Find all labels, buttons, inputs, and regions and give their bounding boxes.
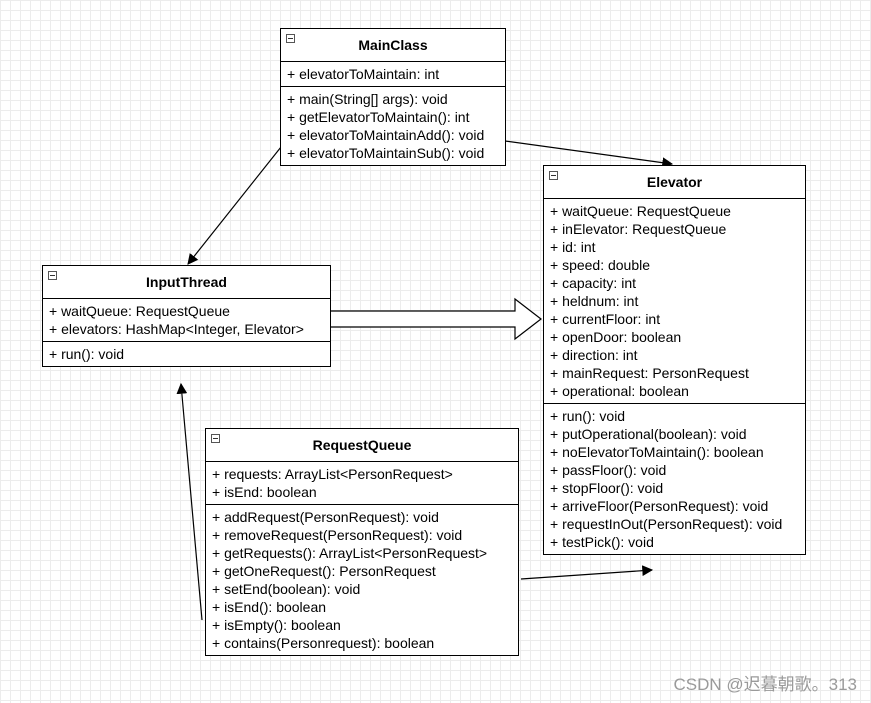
method: + isEnd(): boolean	[212, 599, 327, 615]
method: + elevatorToMaintainAdd(): void	[287, 127, 485, 143]
collapse-icon[interactable]	[211, 434, 220, 443]
attribute: + elevatorToMaintain: int	[287, 66, 440, 82]
edge-main-to-elevator	[504, 140, 674, 169]
method: + removeRequest(PersonRequest): void	[212, 527, 463, 543]
methods-section: + run(): void	[43, 342, 330, 366]
attribute: + waitQueue: RequestQueue	[49, 303, 230, 319]
class-header: Elevator	[544, 166, 805, 199]
attribute: + direction: int	[550, 347, 638, 363]
edge-inputthread-to-elevator-block-arrow	[329, 297, 542, 341]
method: + run(): void	[550, 408, 626, 424]
attribute: + speed: double	[550, 257, 651, 273]
method: + getRequests(): ArrayList<PersonRequest…	[212, 545, 488, 561]
class-requestqueue: RequestQueue + requests: ArrayList<Perso…	[205, 428, 519, 656]
collapse-icon[interactable]	[549, 171, 558, 180]
method: + isEmpty(): boolean	[212, 617, 341, 633]
attribute: + elevators: HashMap<Integer, Elevator>	[49, 321, 304, 337]
class-elevator: Elevator + waitQueue: RequestQueue + inE…	[543, 165, 806, 555]
attributes-section: + waitQueue: RequestQueue + elevators: H…	[43, 299, 330, 342]
attribute: + openDoor: boolean	[550, 329, 682, 345]
attribute: + isEnd: boolean	[212, 484, 317, 500]
attributes-section: + elevatorToMaintain: int	[281, 62, 505, 87]
class-mainclass: MainClass + elevatorToMaintain: int + ma…	[280, 28, 506, 166]
class-name: InputThread	[146, 274, 227, 290]
edge-main-to-inputthread	[187, 146, 282, 265]
method: + requestInOut(PersonRequest): void	[550, 516, 783, 532]
methods-section: + addRequest(PersonRequest): void + remo…	[206, 505, 518, 655]
class-name: RequestQueue	[312, 437, 412, 453]
attributes-section: + waitQueue: RequestQueue + inElevator: …	[544, 199, 805, 404]
class-name: Elevator	[646, 174, 703, 190]
attribute: + inElevator: RequestQueue	[550, 221, 727, 237]
attribute: + requests: ArrayList<PersonRequest>	[212, 466, 453, 482]
method: + testPick(): void	[550, 534, 654, 550]
class-header: RequestQueue	[206, 429, 518, 462]
methods-section: + main(String[] args): void + getElevato…	[281, 87, 505, 165]
collapse-icon[interactable]	[48, 271, 57, 280]
attribute: + waitQueue: RequestQueue	[550, 203, 731, 219]
attribute: + mainRequest: PersonRequest	[550, 365, 749, 381]
attributes-section: + requests: ArrayList<PersonRequest> + i…	[206, 462, 518, 505]
method: + noElevatorToMaintain(): boolean	[550, 444, 764, 460]
class-name: MainClass	[358, 37, 428, 53]
method: + stopFloor(): void	[550, 480, 664, 496]
class-header: InputThread	[43, 266, 330, 299]
class-inputthread: InputThread + waitQueue: RequestQueue + …	[42, 265, 331, 367]
methods-section: + run(): void + putOperational(boolean):…	[544, 404, 805, 554]
edge-queue-to-elevator	[520, 565, 654, 580]
method: + setEnd(boolean): void	[212, 581, 361, 597]
method: + arriveFloor(PersonRequest): void	[550, 498, 769, 514]
collapse-icon[interactable]	[286, 34, 295, 43]
method: + passFloor(): void	[550, 462, 667, 478]
attribute: + currentFloor: int	[550, 311, 661, 327]
attribute: + capacity: int	[550, 275, 636, 291]
method: + addRequest(PersonRequest): void	[212, 509, 439, 525]
method: + main(String[] args): void	[287, 91, 448, 107]
edge-queue-to-inputthread	[176, 382, 203, 621]
attribute: + id: int	[550, 239, 596, 255]
method: + putOperational(boolean): void	[550, 426, 747, 442]
attribute: + heldnum: int	[550, 293, 639, 309]
method: + getOneRequest(): PersonRequest	[212, 563, 436, 579]
method: + contains(Personrequest): boolean	[212, 635, 435, 651]
class-header: MainClass	[281, 29, 505, 62]
watermark: CSDN @迟暮朝歌。313	[673, 675, 857, 694]
method: + getElevatorToMaintain(): int	[287, 109, 470, 125]
method: + elevatorToMaintainSub(): void	[287, 145, 485, 161]
attribute: + operational: boolean	[550, 383, 689, 399]
method: + run(): void	[49, 346, 125, 362]
